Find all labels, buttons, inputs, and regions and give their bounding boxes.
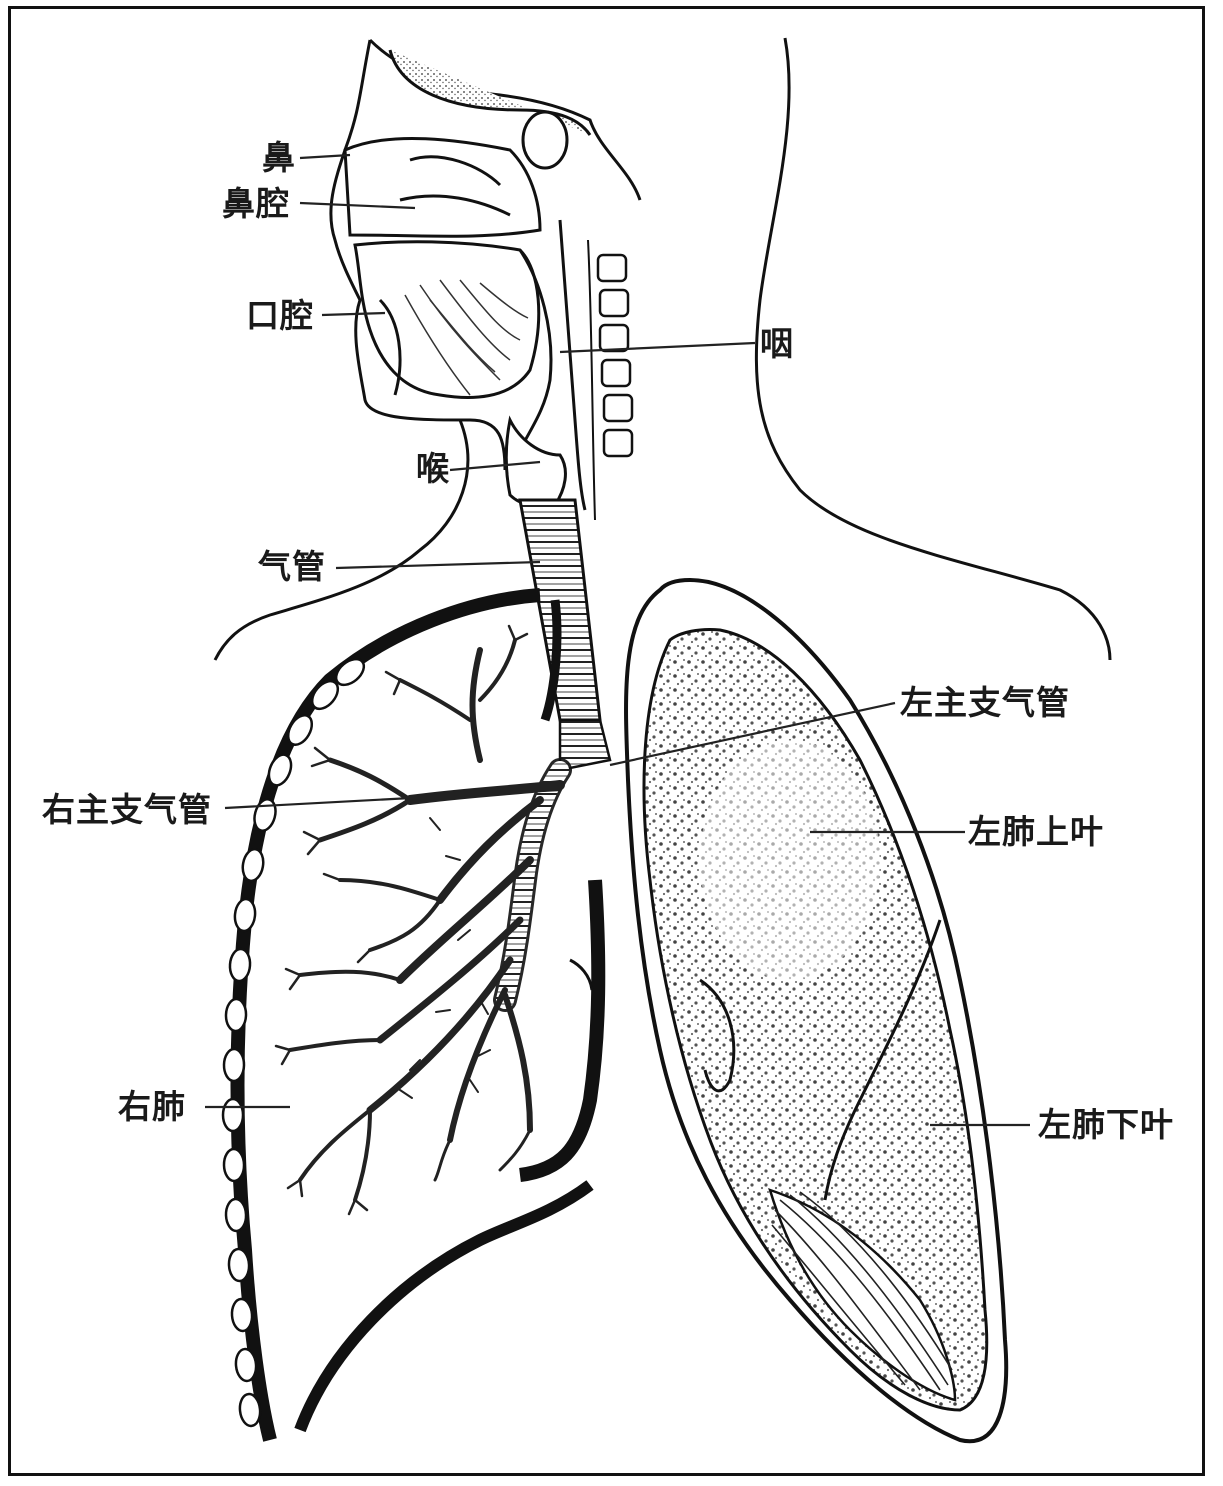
label-pharynx: 咽: [760, 327, 794, 360]
label-trachea: 气管: [258, 550, 326, 583]
label-left-upper-lobe: 左肺上叶: [968, 815, 1104, 848]
head-section: [331, 40, 640, 520]
label-larynx: 喉: [416, 452, 450, 485]
label-left-lower-lobe: 左肺下叶: [1038, 1108, 1174, 1141]
cervical-vertebrae: [598, 255, 632, 456]
label-oral-cavity: 口腔: [246, 299, 314, 332]
bronchial-tree: [276, 626, 560, 1214]
label-left-main-bronchus: 左主支气管: [900, 686, 1070, 719]
label-right-lung: 右肺: [118, 1090, 186, 1123]
label-right-main-bronchus: 右主支气管: [42, 793, 212, 826]
right-lung-shape: [223, 595, 598, 1440]
label-nasal-cavity: 鼻腔: [222, 187, 290, 220]
label-nose: 鼻: [262, 141, 296, 174]
